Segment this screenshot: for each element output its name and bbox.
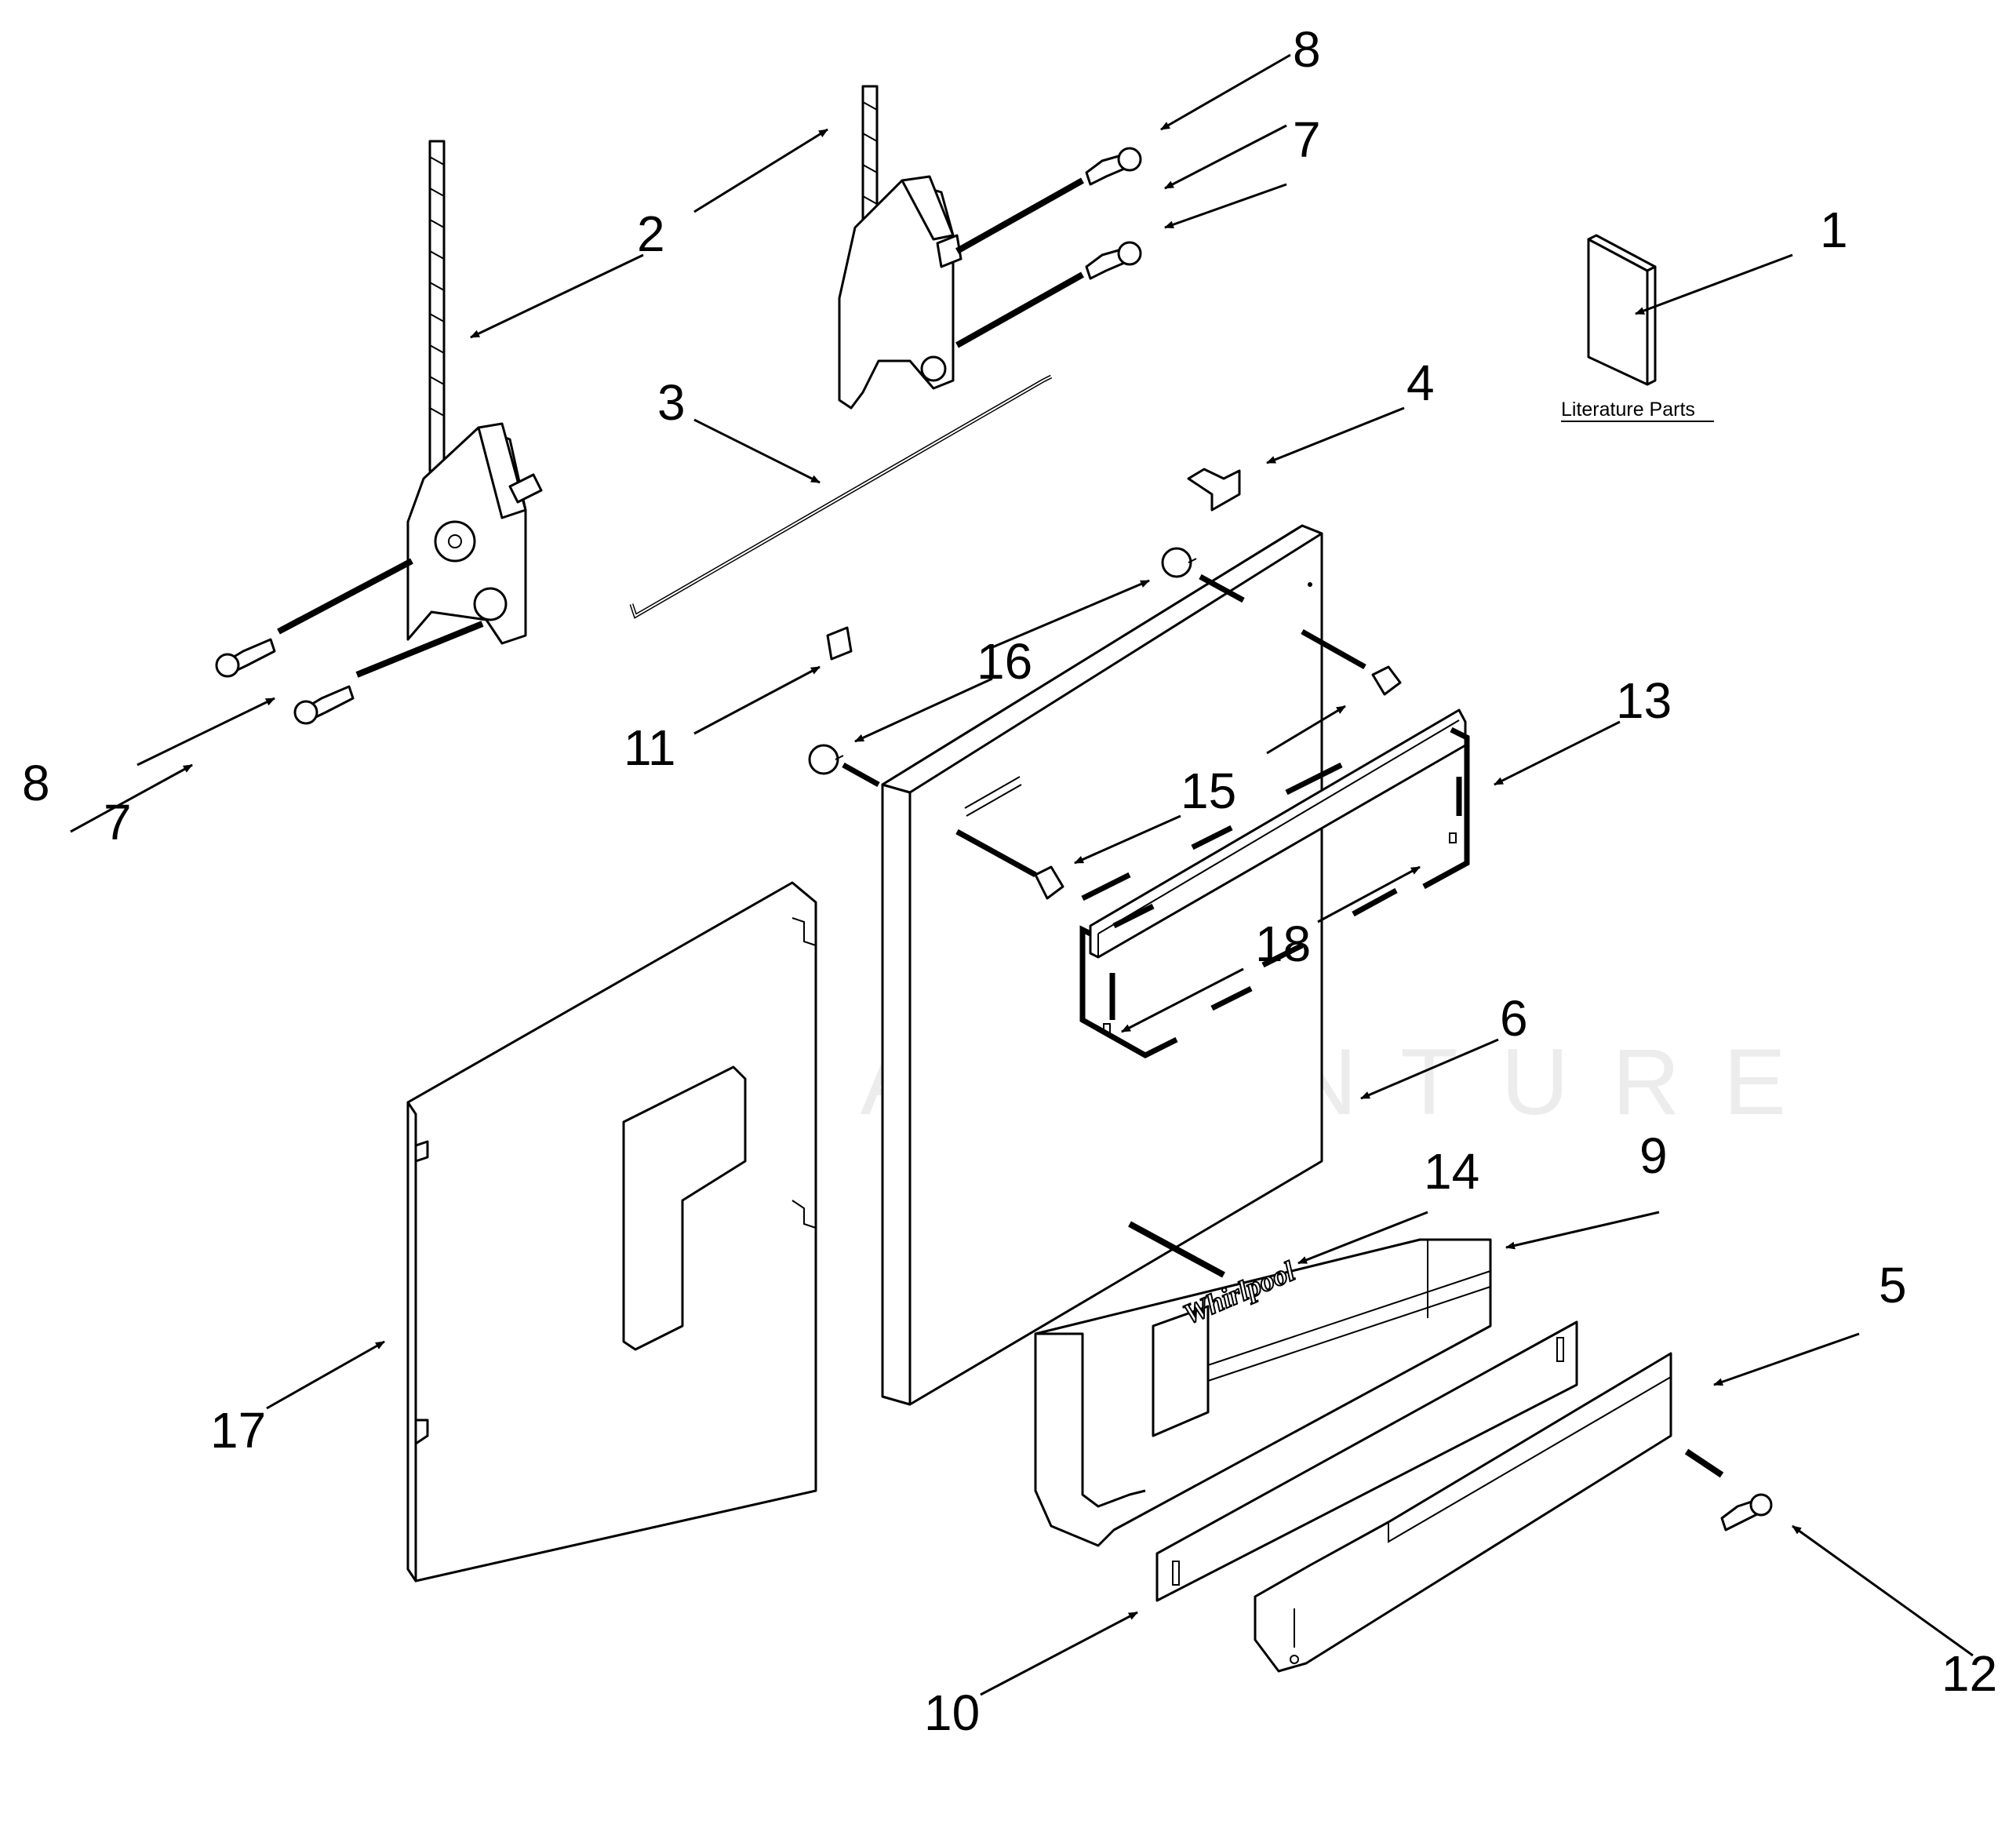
callout-8-left: 8 bbox=[22, 755, 50, 811]
callout-16: 16 bbox=[977, 633, 1032, 690]
callout-11: 11 bbox=[624, 719, 675, 776]
screw-8-right bbox=[1085, 147, 1142, 186]
screw-7-right bbox=[1085, 241, 1142, 280]
callout-8-right: 8 bbox=[1293, 21, 1321, 78]
inner-door-panel bbox=[406, 881, 817, 1583]
callout-2: 2 bbox=[637, 206, 665, 262]
callout-3: 3 bbox=[657, 374, 686, 431]
screw-12 bbox=[1720, 1493, 1773, 1532]
callout-1: 1 bbox=[1820, 202, 1848, 258]
toe-panel bbox=[1254, 1352, 1672, 1673]
callout-14: 14 bbox=[1424, 1143, 1479, 1200]
callout-12: 12 bbox=[1941, 1645, 1997, 1702]
grommet-16-left bbox=[808, 744, 844, 775]
literature-caption: Literature Parts bbox=[1561, 399, 1714, 422]
small-block bbox=[826, 626, 853, 661]
hinge-left bbox=[406, 140, 543, 645]
callout-arrows bbox=[70, 53, 1974, 1696]
plug-15-right bbox=[1371, 665, 1402, 696]
outer-door-panel bbox=[881, 524, 1323, 1406]
clip bbox=[1187, 468, 1241, 512]
callout-10: 10 bbox=[924, 1684, 980, 1741]
callout-17: 17 bbox=[210, 1402, 266, 1459]
literature-label: Literature Parts bbox=[1561, 399, 1695, 421]
callout-5: 5 bbox=[1879, 1257, 1907, 1313]
screw-8-left bbox=[215, 638, 276, 678]
callout-labels: 1 2 3 4 5 6 7 7 8 8 9 10 11 12 13 14 15 … bbox=[22, 21, 1997, 1741]
callout-6: 6 bbox=[1500, 990, 1528, 1047]
hinge-right bbox=[838, 85, 963, 410]
rod bbox=[629, 374, 1053, 619]
literature-booklet bbox=[1587, 234, 1657, 386]
plug-15-left bbox=[1034, 865, 1064, 900]
bottom-trim-channel bbox=[1034, 1238, 1492, 1547]
callout-7-left: 7 bbox=[104, 794, 132, 850]
pin-18-right bbox=[1449, 832, 1457, 843]
alignment-lines bbox=[277, 177, 1724, 1478]
callout-15: 15 bbox=[1181, 763, 1236, 819]
callout-18: 18 bbox=[1255, 916, 1311, 972]
callout-7-right: 7 bbox=[1293, 111, 1321, 168]
grommet-16-top bbox=[1161, 547, 1197, 578]
screw-7-left bbox=[293, 685, 355, 725]
callout-13: 13 bbox=[1616, 672, 1672, 729]
callout-9: 9 bbox=[1639, 1127, 1668, 1184]
kick-plate-strip bbox=[1155, 1320, 1578, 1602]
callout-4: 4 bbox=[1406, 355, 1435, 411]
